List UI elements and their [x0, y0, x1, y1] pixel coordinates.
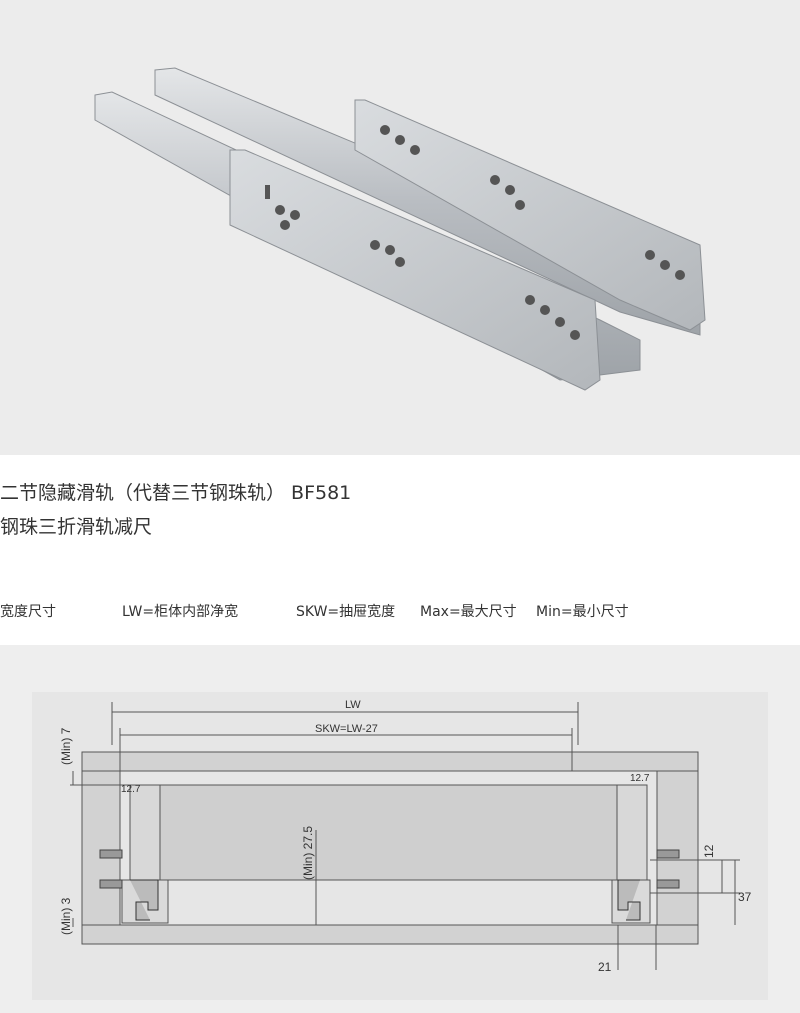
legend-width: 宽度尺寸 — [0, 604, 56, 620]
legend-min: Min=最小尺寸 — [536, 604, 629, 620]
skw-label: SKW=LW-27 — [315, 723, 378, 735]
dimension-legend: 宽度尺寸 LW=柜体内部净宽 SKW=抽屉宽度 Max=最大尺寸 Min=最小尺… — [0, 601, 629, 621]
installation-diagram: LW SKW=LW-27 (Min) 7 (Min) 3 (Min) 27.5 … — [32, 692, 768, 1000]
min7-label: (Min) 7 — [59, 727, 73, 765]
dim-37-label: 37 — [738, 890, 752, 904]
right-12-7-label: 12.7 — [630, 773, 650, 784]
left-12-7-label: 12.7 — [121, 784, 141, 795]
dim-21-label: 21 — [598, 960, 612, 974]
product-subtitle: 钢珠三折滑轨减尺 — [0, 516, 153, 538]
min27-5-label: (Min) 27.5 — [301, 826, 315, 880]
slide-rail-image — [94, 67, 706, 391]
legend-skw: SKW=抽屉宽度 — [296, 604, 396, 620]
lw-label: LW — [345, 699, 361, 711]
product-title: 二节隐藏滑轨（代替三节钢珠轨） BF581 — [0, 482, 352, 504]
product-photo — [0, 0, 800, 455]
legend-lw: LW=柜体内部净宽 — [122, 604, 239, 620]
legend-max: Max=最大尺寸 — [420, 604, 517, 620]
min3-label: (Min) 3 — [59, 897, 73, 935]
dim-12-label: 12 — [702, 844, 716, 858]
